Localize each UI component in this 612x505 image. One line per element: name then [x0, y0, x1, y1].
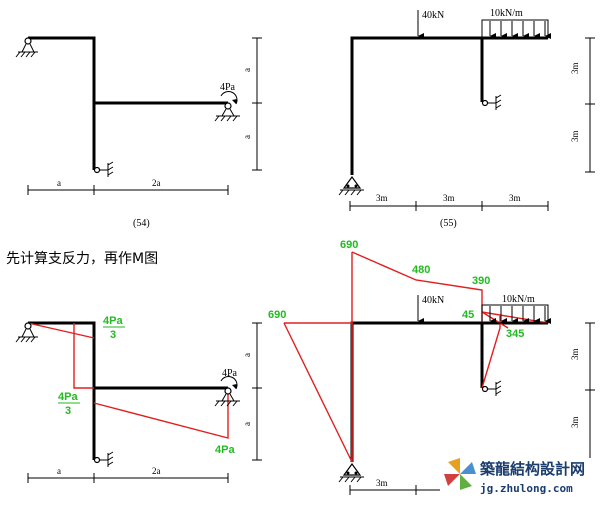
dist-load-label: 10kN/m — [490, 8, 523, 19]
dim-3m-3: 3m — [509, 193, 521, 203]
value-690-top: 690 — [340, 239, 358, 251]
value-top-num: 4Pa — [103, 315, 123, 327]
roller-support-icon — [93, 451, 114, 467]
moment-arrow-icon — [220, 376, 238, 390]
dim-v1: 3m — [570, 348, 580, 360]
value-345: 345 — [506, 328, 524, 340]
instruction-text: 先计算支反力，再作M图 — [6, 251, 158, 267]
value-mid-num: 4Pa — [58, 391, 78, 403]
roller-support-icon — [481, 380, 502, 396]
pin-support-right-icon — [214, 387, 240, 407]
pin-support-icon — [338, 175, 364, 196]
moment-diagram-54: 4Pa 4Pa 3 4Pa 3 4Pa a 2a a a — [15, 315, 262, 483]
frame-55: 40kN 10kN/m — [338, 8, 595, 229]
dim-2a: 2a — [152, 466, 161, 476]
roller-support-icon — [481, 94, 502, 110]
pin-support-icon — [15, 37, 38, 58]
caption-55: (55) — [440, 218, 457, 229]
dist-load-label: 10kN/m — [502, 294, 535, 305]
pin-support-right-icon — [214, 102, 240, 122]
watermark-name: 築龍結构設計网 — [479, 460, 585, 478]
distributed-load — [481, 304, 551, 324]
dim-2a: 2a — [152, 178, 161, 188]
dim-v2: 3m — [570, 416, 580, 428]
value-top-den: 3 — [110, 329, 116, 341]
moment-label: 4Pa — [222, 368, 238, 379]
value-390: 390 — [472, 275, 490, 287]
pin-support-icon — [15, 322, 38, 343]
value-45: 45 — [462, 309, 474, 321]
distributed-load — [481, 19, 551, 39]
pinwheel-logo-icon — [444, 458, 476, 490]
frame-54: 4Pa a 2a a a (54) — [15, 36, 262, 229]
dim-v2: 3m — [570, 130, 580, 142]
roller-support-icon — [93, 161, 114, 177]
value-end: 4Pa — [215, 444, 235, 456]
value-mid-den: 3 — [65, 405, 71, 417]
dim-v1: 3m — [570, 62, 580, 74]
caption-54: (54) — [133, 218, 150, 229]
dim-v2: a — [242, 135, 252, 139]
pin-support-icon — [338, 462, 364, 483]
dim-3m-1: 3m — [376, 193, 388, 203]
moment-diagram-55: 40kN 10kN/m — [268, 239, 595, 495]
point-load-label: 40kN — [422, 295, 444, 306]
dim-3m-2: 3m — [443, 193, 455, 203]
value-690-left: 690 — [268, 309, 286, 321]
dim-a: a — [57, 178, 61, 188]
value-480: 480 — [412, 264, 430, 276]
watermark-url: jg.zhulong.com — [480, 482, 573, 495]
point-load-label: 40kN — [422, 10, 444, 21]
dim-a: a — [57, 466, 61, 476]
dim-3m: 3m — [376, 478, 388, 488]
moment-label: 4Pa — [220, 82, 236, 93]
dim-v2: a — [242, 422, 252, 426]
watermark-logo: 築龍結构設計网 jg.zhulong.com — [444, 458, 585, 495]
dim-v1: a — [242, 353, 252, 357]
dim-v1: a — [242, 68, 252, 72]
moment-arrow-icon — [220, 91, 238, 105]
